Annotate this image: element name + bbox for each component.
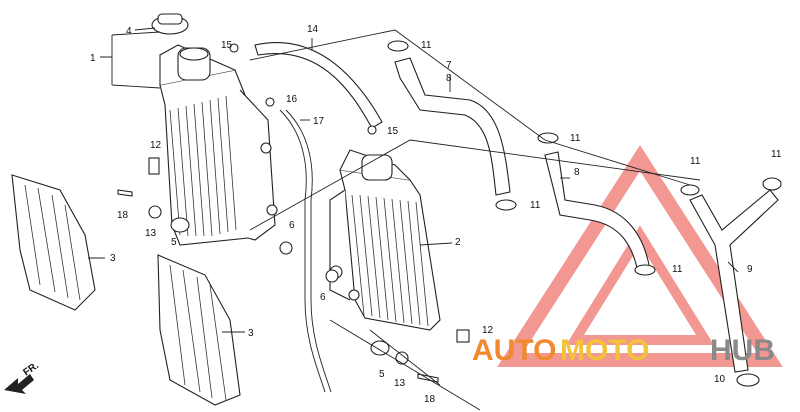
label-part-6: 6	[289, 220, 295, 231]
label-part-13b: 13	[394, 378, 406, 389]
label-part-2: 2	[455, 237, 461, 248]
label-part-11: 11	[421, 40, 432, 51]
label-part-14: 14	[307, 24, 319, 35]
watermark-logo	[497, 145, 783, 367]
label-part-11b: 11	[570, 133, 581, 144]
label-part-6b: 6	[320, 292, 326, 303]
label-part-5b: 5	[379, 369, 385, 380]
label-part-18: 18	[117, 210, 129, 221]
left-shroud-upper	[11, 174, 96, 311]
label-part-13: 13	[145, 228, 157, 239]
label-part-3: 3	[110, 253, 116, 264]
label-part-15b: 15	[387, 126, 399, 137]
label-part-16: 16	[286, 94, 298, 105]
label-part-8: 8	[446, 73, 452, 84]
label-part-7: 7	[446, 60, 452, 71]
left-radiator	[159, 44, 278, 246]
label-part-5: 5	[171, 237, 177, 248]
front-arrow-icon	[4, 374, 34, 394]
hose-7-8	[394, 57, 511, 196]
label-part-10: 10	[714, 374, 726, 385]
left-shroud-lower	[157, 254, 241, 406]
label-part-11e: 11	[530, 200, 541, 211]
watermark-text: AUTO MOTO HUB	[472, 334, 775, 367]
label-part-12: 12	[150, 140, 162, 151]
label-part-17: 17	[313, 116, 325, 127]
label-part-4: 4	[126, 26, 132, 37]
label-part-11c: 11	[690, 156, 701, 167]
hose-clamps	[387, 40, 782, 387]
watermark-part3: HUB	[710, 334, 775, 367]
label-part-8b: 8	[574, 167, 580, 178]
label-part-3b: 3	[248, 328, 254, 339]
label-part-1: 1	[90, 53, 96, 64]
label-part-15: 15	[221, 40, 233, 51]
watermark-part1: AUTO	[472, 334, 556, 367]
hose-14	[254, 41, 383, 129]
leader-lines	[88, 27, 739, 411]
label-part-9: 9	[747, 264, 753, 275]
front-direction-label: FR.	[21, 360, 41, 378]
watermark-part2: MOTO	[560, 334, 649, 367]
label-part-12b: 12	[482, 325, 494, 336]
right-radiator	[329, 149, 441, 331]
label-part-11f: 11	[672, 264, 683, 275]
radiator-cap	[151, 13, 189, 35]
part-labels: 1 4 15 14 11 7 8 16 17 15 12 11 11 11 8 …	[90, 24, 782, 405]
hose-9	[689, 189, 779, 373]
label-part-18b: 18	[424, 394, 436, 405]
hose-17	[279, 109, 332, 393]
front-direction-indicator: FR.	[4, 360, 41, 394]
label-part-11d: 11	[771, 149, 782, 160]
